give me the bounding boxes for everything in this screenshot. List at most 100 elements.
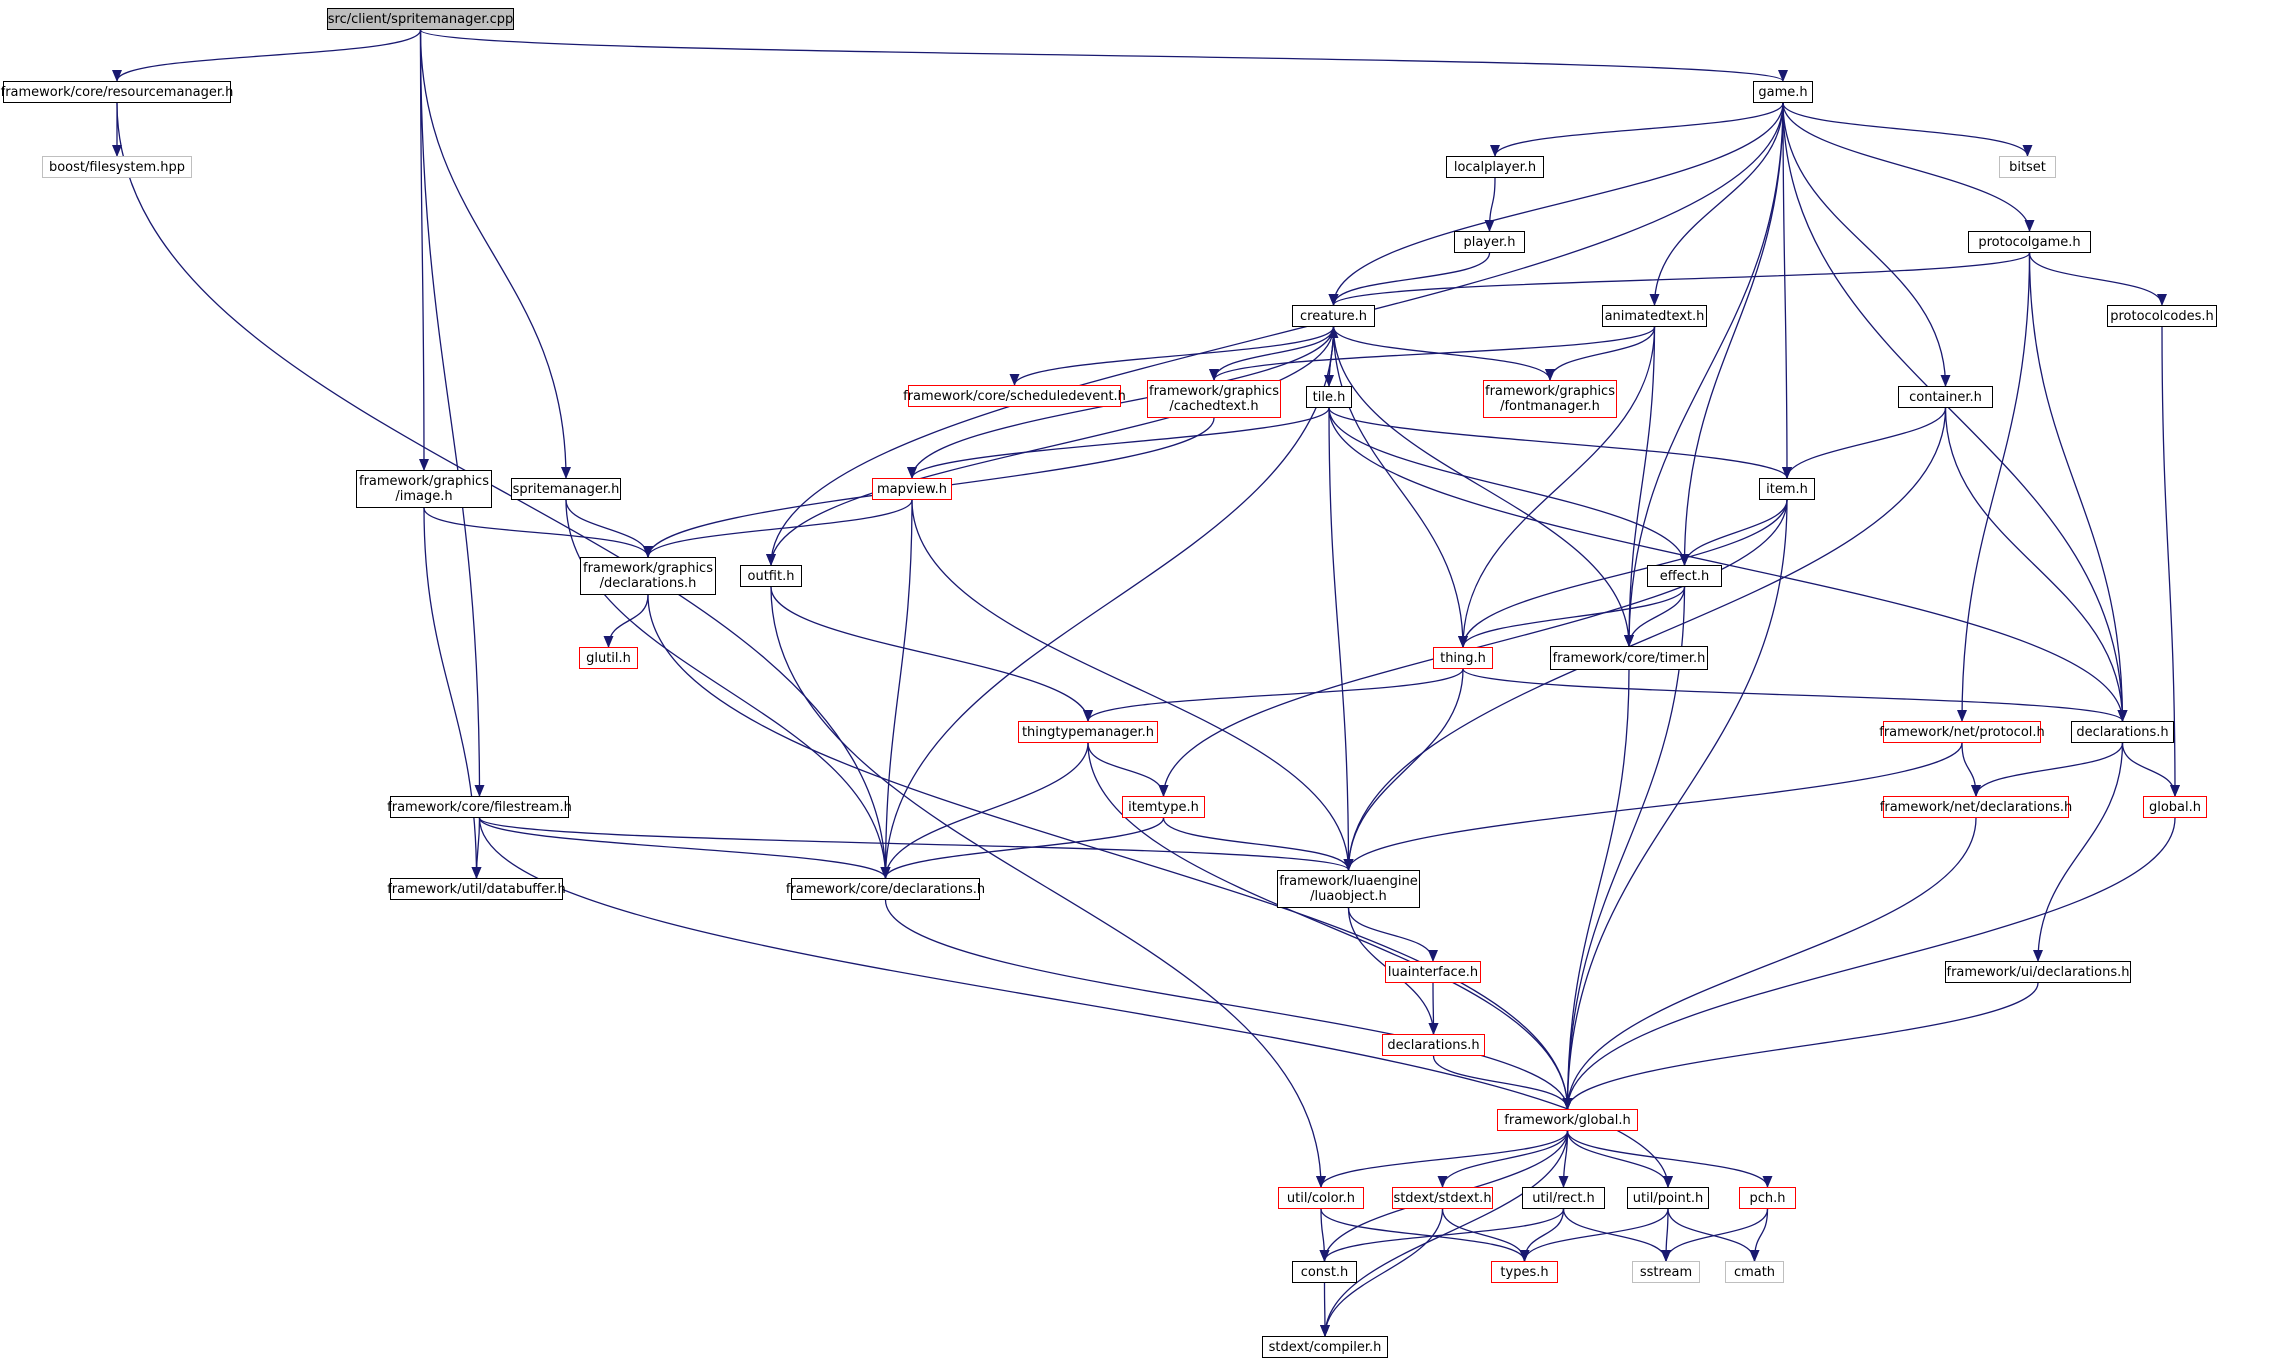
edge-protocolgame-to-creature [1328, 252, 2031, 306]
edge-layer [112, 29, 2180, 1337]
node-label: framework/net/declarations.h [1879, 799, 2073, 815]
edge-tile-to-luaobject [1328, 407, 1354, 871]
node-protocol[interactable]: framework/net/protocol.h [1879, 721, 2045, 743]
edge-protocolcodes-to-globalh [2161, 326, 2180, 797]
node-label: container.h [1909, 389, 1982, 405]
edge-stdext-to-compiler [1320, 1208, 1444, 1337]
edge-filestream-to-databuffer [471, 817, 482, 879]
node-item[interactable]: item.h [1759, 478, 1815, 500]
node-scheduledevent[interactable]: framework/core/scheduledevent.h [903, 385, 1126, 407]
node-container[interactable]: container.h [1898, 386, 1993, 408]
node-coredecl[interactable]: framework/core/declarations.h [786, 878, 985, 900]
node-animatedtext[interactable]: animatedtext.h [1602, 305, 1707, 327]
node-label: thing.h [1440, 650, 1486, 666]
node-spritemanager[interactable]: spritemanager.h [511, 478, 621, 500]
node-globalh[interactable]: global.h [2143, 796, 2207, 818]
node-protocolgame[interactable]: protocolgame.h [1968, 231, 2091, 253]
node-resourcemanager[interactable]: framework/core/resourcemanager.h [1, 81, 233, 103]
edge-pch-to-cmath [1749, 1208, 1769, 1262]
edge-gfxdecl-to-glutil [603, 594, 649, 648]
edge-tile-to-effect [1328, 407, 1690, 566]
node-point[interactable]: util/point.h [1627, 1187, 1709, 1209]
node-rect[interactable]: util/rect.h [1522, 1187, 1605, 1209]
node-databuffer[interactable]: framework/util/databuffer.h [387, 878, 566, 900]
node-uidecl[interactable]: framework/ui/declarations.h [1945, 961, 2131, 983]
edge-game-to-outfit [766, 102, 1784, 566]
node-pch[interactable]: pch.h [1739, 1187, 1796, 1209]
edge-fwglobal-to-point [1566, 1130, 1673, 1188]
node-cachedtext[interactable]: framework/graphics/cachedtext.h [1147, 380, 1281, 418]
node-protocolcodes[interactable]: protocolcodes.h [2107, 305, 2217, 327]
node-filestream[interactable]: framework/core/filestream.h [387, 796, 572, 818]
node-mapview[interactable]: mapview.h [872, 478, 952, 500]
edge-resourcemanager-to-coredecl [116, 102, 891, 879]
node-netdecl[interactable]: framework/net/declarations.h [1879, 796, 2073, 818]
edge-tile-to-mapview [907, 407, 1330, 479]
edge-game-to-animatedtext [1649, 102, 1784, 306]
node-label: framework/net/protocol.h [1879, 724, 2045, 740]
edge-color-to-types [1320, 1208, 1530, 1262]
node-label: framework/graphics/fontmanager.h [1485, 384, 1615, 414]
edge-effect-to-thing [1458, 586, 1686, 648]
edge-game-to-bitset [1782, 102, 2033, 157]
node-tile[interactable]: tile.h [1306, 386, 1352, 408]
node-declarations[interactable]: declarations.h [2071, 721, 2174, 743]
edge-itemtype-to-luaobject [1162, 817, 1354, 871]
node-luadecl[interactable]: declarations.h [1382, 1034, 1485, 1056]
edge-effect-to-fwglobal [1562, 586, 1686, 1110]
node-types[interactable]: types.h [1491, 1261, 1558, 1283]
edge-container-to-luaobject [1343, 407, 1947, 871]
node-fwglobal[interactable]: framework/global.h [1497, 1109, 1638, 1131]
edge-thingtypemanager-to-coredecl [880, 742, 1089, 879]
node-outfit[interactable]: outfit.h [740, 565, 802, 587]
node-const[interactable]: const.h [1292, 1261, 1357, 1283]
edge-rect-to-sstream [1562, 1208, 1671, 1262]
edge-creature-to-timer [1332, 326, 1634, 647]
node-color[interactable]: util/color.h [1278, 1187, 1364, 1209]
edge-declarations-to-uidecl [2033, 742, 2124, 962]
node-gfxdecl[interactable]: framework/graphics/declarations.h [580, 557, 716, 595]
edge-fwglobal-to-color [1316, 1130, 1569, 1188]
edge-thingtypemanager-to-fwglobal [1087, 742, 1573, 1110]
edge-luadecl-to-fwglobal [1432, 1055, 1573, 1110]
node-root[interactable]: src/client/spritemanager.cpp [327, 8, 514, 30]
edge-point-to-sstream [1661, 1208, 1672, 1262]
edge-fwglobal-to-compiler [1320, 1130, 1569, 1337]
node-label: src/client/spritemanager.cpp [327, 11, 514, 27]
node-timer[interactable]: framework/core/timer.h [1550, 646, 1708, 670]
node-itemtype[interactable]: itemtype.h [1122, 796, 1205, 818]
edge-thing-to-luaobject [1343, 668, 1464, 871]
node-localplayer[interactable]: localplayer.h [1446, 156, 1544, 178]
edge-color-to-const [1319, 1208, 1330, 1262]
edge-game-to-declarations [1782, 102, 2128, 722]
edge-tile-to-creature [1328, 326, 1339, 387]
edge-container-to-item [1782, 407, 1947, 479]
edge-filestream-to-point [478, 817, 1673, 1188]
node-thing[interactable]: thing.h [1433, 647, 1493, 669]
node-label: global.h [2148, 799, 2202, 815]
node-label: framework/core/filestream.h [387, 799, 572, 815]
node-thingtypemanager[interactable]: thingtypemanager.h [1018, 721, 1158, 743]
node-fontmanager[interactable]: framework/graphics/fontmanager.h [1483, 380, 1617, 418]
node-effect[interactable]: effect.h [1647, 565, 1722, 587]
node-player[interactable]: player.h [1454, 231, 1525, 253]
node-stdext[interactable]: stdext/stdext.h [1392, 1187, 1493, 1209]
edge-luaobject-to-luainterface [1347, 907, 1438, 962]
node-compiler[interactable]: stdext/compiler.h [1262, 1336, 1388, 1358]
node-luaobject[interactable]: framework/luaengine/luaobject.h [1277, 870, 1420, 908]
edge-netdecl-to-fwglobal [1562, 817, 1977, 1110]
node-glutil[interactable]: glutil.h [579, 647, 638, 669]
node-luainterface[interactable]: luainterface.h [1385, 961, 1481, 983]
edge-creature-to-scheduledevent [1009, 326, 1335, 386]
node-image[interactable]: framework/graphics/image.h [356, 470, 492, 508]
edge-animatedtext-to-thing [1458, 326, 1656, 648]
edge-thing-to-thingtypemanager [1083, 668, 1464, 722]
edge-pch-to-sstream [1661, 1208, 1769, 1262]
node-game[interactable]: game.h [1753, 81, 1813, 103]
node-label: framework/util/databuffer.h [387, 881, 566, 897]
node-label: pch.h [1749, 1190, 1786, 1206]
edge-root-to-game [419, 29, 1788, 82]
node-creature[interactable]: creature.h [1292, 305, 1375, 327]
edge-declarations-to-globalh [2121, 742, 2180, 797]
